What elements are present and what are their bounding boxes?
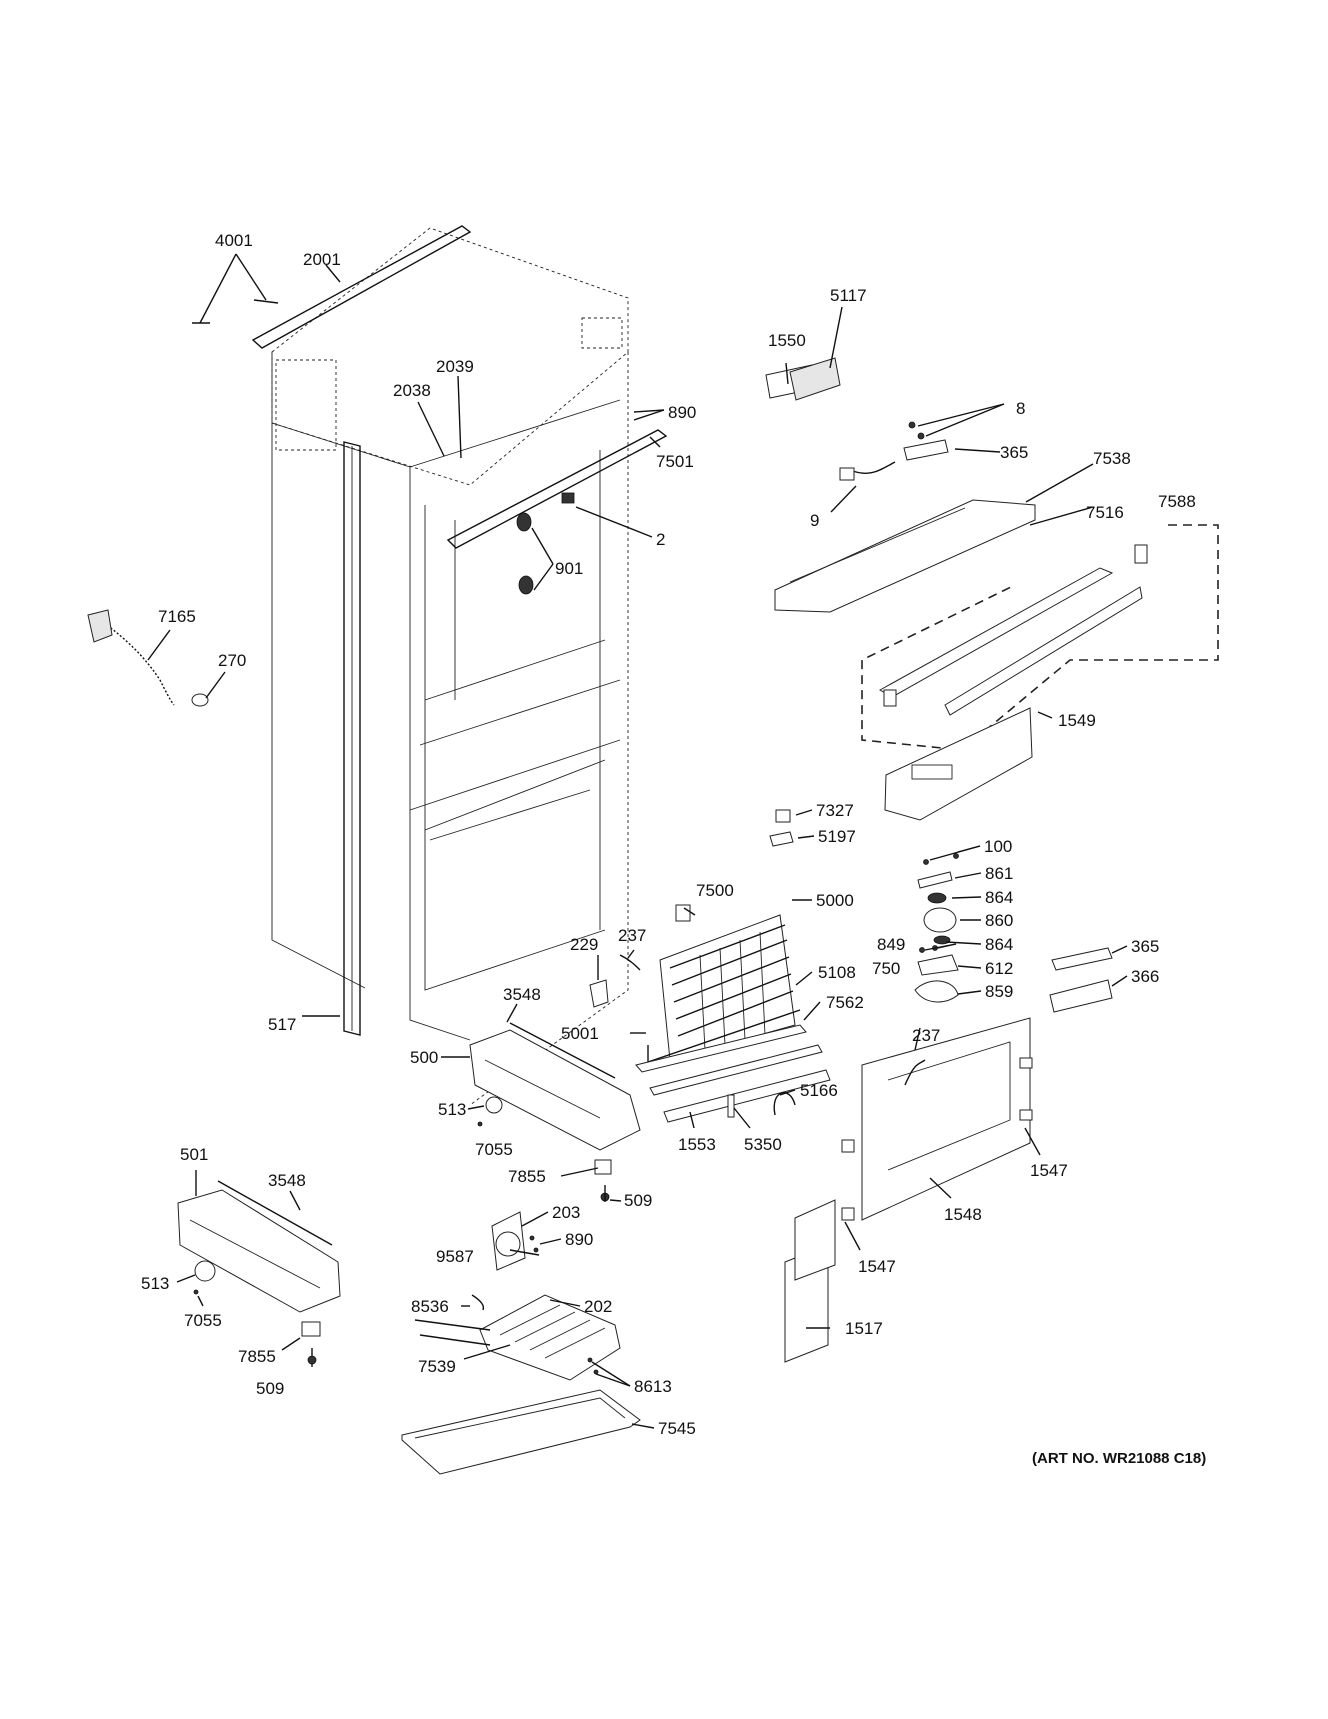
callout-100: 100	[984, 837, 1012, 856]
callout-1517: 1517	[845, 1319, 883, 1338]
leader-lines	[147, 253, 1128, 1429]
compressor-drawing	[469, 1022, 641, 1271]
callout-7500: 7500	[696, 881, 734, 900]
callout-7855: 7855	[508, 1167, 546, 1186]
callout-7855-b: 7855	[238, 1347, 276, 1366]
callout-890-b: 890	[565, 1230, 593, 1249]
callout-8613: 8613	[634, 1377, 672, 1396]
callout-612: 612	[985, 959, 1013, 978]
callout-513: 513	[438, 1100, 466, 1119]
callout-513-b: 513	[141, 1274, 169, 1293]
callout-237-b: 237	[912, 1026, 940, 1045]
callout-1548: 1548	[944, 1205, 982, 1224]
callout-7501: 7501	[656, 452, 694, 471]
callout-509-b: 509	[256, 1379, 284, 1398]
callout-864-b: 864	[985, 935, 1013, 954]
callout-849: 849	[877, 935, 905, 954]
callout-3548-b: 3548	[268, 1171, 306, 1190]
callout-750: 750	[872, 959, 900, 978]
callout-9587: 9587	[436, 1247, 474, 1266]
callout-864: 864	[985, 888, 1013, 907]
callout-7545: 7545	[658, 1419, 696, 1438]
fan-motor-parts-drawing	[769, 809, 1113, 1013]
callout-890: 890	[668, 403, 696, 422]
callout-5117: 5117	[830, 286, 867, 305]
callout-7562: 7562	[826, 993, 864, 1012]
callout-203: 203	[552, 1203, 580, 1222]
callout-366: 366	[1131, 967, 1159, 986]
callout-7327: 7327	[816, 801, 854, 820]
callout-2001: 2001	[303, 250, 341, 269]
control-housing-drawing	[765, 357, 1219, 821]
drain-hose-drawing	[87, 609, 209, 707]
callout-7516: 7516	[1086, 503, 1124, 522]
callout-861: 861	[985, 864, 1013, 883]
callout-3548: 3548	[503, 985, 541, 1004]
callout-365-b: 365	[1131, 937, 1159, 956]
callout-2039: 2039	[436, 357, 474, 376]
callout-859: 859	[985, 982, 1013, 1001]
callout-labels: 4001 2001 2038 2039 890 7501 2 901 7165 …	[141, 231, 1196, 1438]
compressor-tray-drawing	[177, 1180, 341, 1367]
callout-7055: 7055	[475, 1140, 513, 1159]
callout-7588: 7588	[1158, 492, 1196, 511]
callout-7539: 7539	[418, 1357, 456, 1376]
callout-7165: 7165	[158, 607, 196, 626]
callout-509: 509	[624, 1191, 652, 1210]
rear-cover-drawing	[784, 1017, 1033, 1363]
callout-7538: 7538	[1093, 449, 1131, 468]
callout-517: 517	[268, 1015, 296, 1034]
callout-8: 8	[1016, 399, 1025, 418]
art-number-caption: (ART NO. WR21088 C18)	[1032, 1450, 1207, 1467]
drain-pan-drawing	[401, 1294, 641, 1475]
condenser-drawing	[589, 904, 831, 1123]
callout-1547-b: 1547	[858, 1257, 896, 1276]
callout-500: 500	[410, 1048, 438, 1067]
callout-4001: 4001	[215, 231, 253, 250]
callout-7055-b: 7055	[184, 1311, 222, 1330]
callout-2: 2	[656, 530, 665, 549]
callout-202: 202	[584, 1297, 612, 1316]
cabinet-drawing	[192, 225, 668, 1106]
callout-5197: 5197	[818, 827, 856, 846]
callout-5108: 5108	[818, 963, 856, 982]
callout-5001: 5001	[561, 1024, 599, 1043]
callout-5350: 5350	[744, 1135, 782, 1154]
callout-229: 229	[570, 935, 598, 954]
callout-1553: 1553	[678, 1135, 716, 1154]
callout-1550: 1550	[768, 331, 806, 350]
callout-365: 365	[1000, 443, 1028, 462]
callout-5000: 5000	[816, 891, 854, 910]
callout-5166: 5166	[800, 1081, 838, 1100]
callout-1547: 1547	[1030, 1161, 1068, 1180]
callout-1549: 1549	[1058, 711, 1096, 730]
callout-9: 9	[810, 511, 819, 530]
callout-237: 237	[618, 926, 646, 945]
callout-501: 501	[180, 1145, 208, 1164]
callout-901: 901	[555, 559, 583, 578]
callout-270: 270	[218, 651, 246, 670]
callout-2038: 2038	[393, 381, 431, 400]
callout-860: 860	[985, 911, 1013, 930]
callout-8536: 8536	[411, 1297, 449, 1316]
